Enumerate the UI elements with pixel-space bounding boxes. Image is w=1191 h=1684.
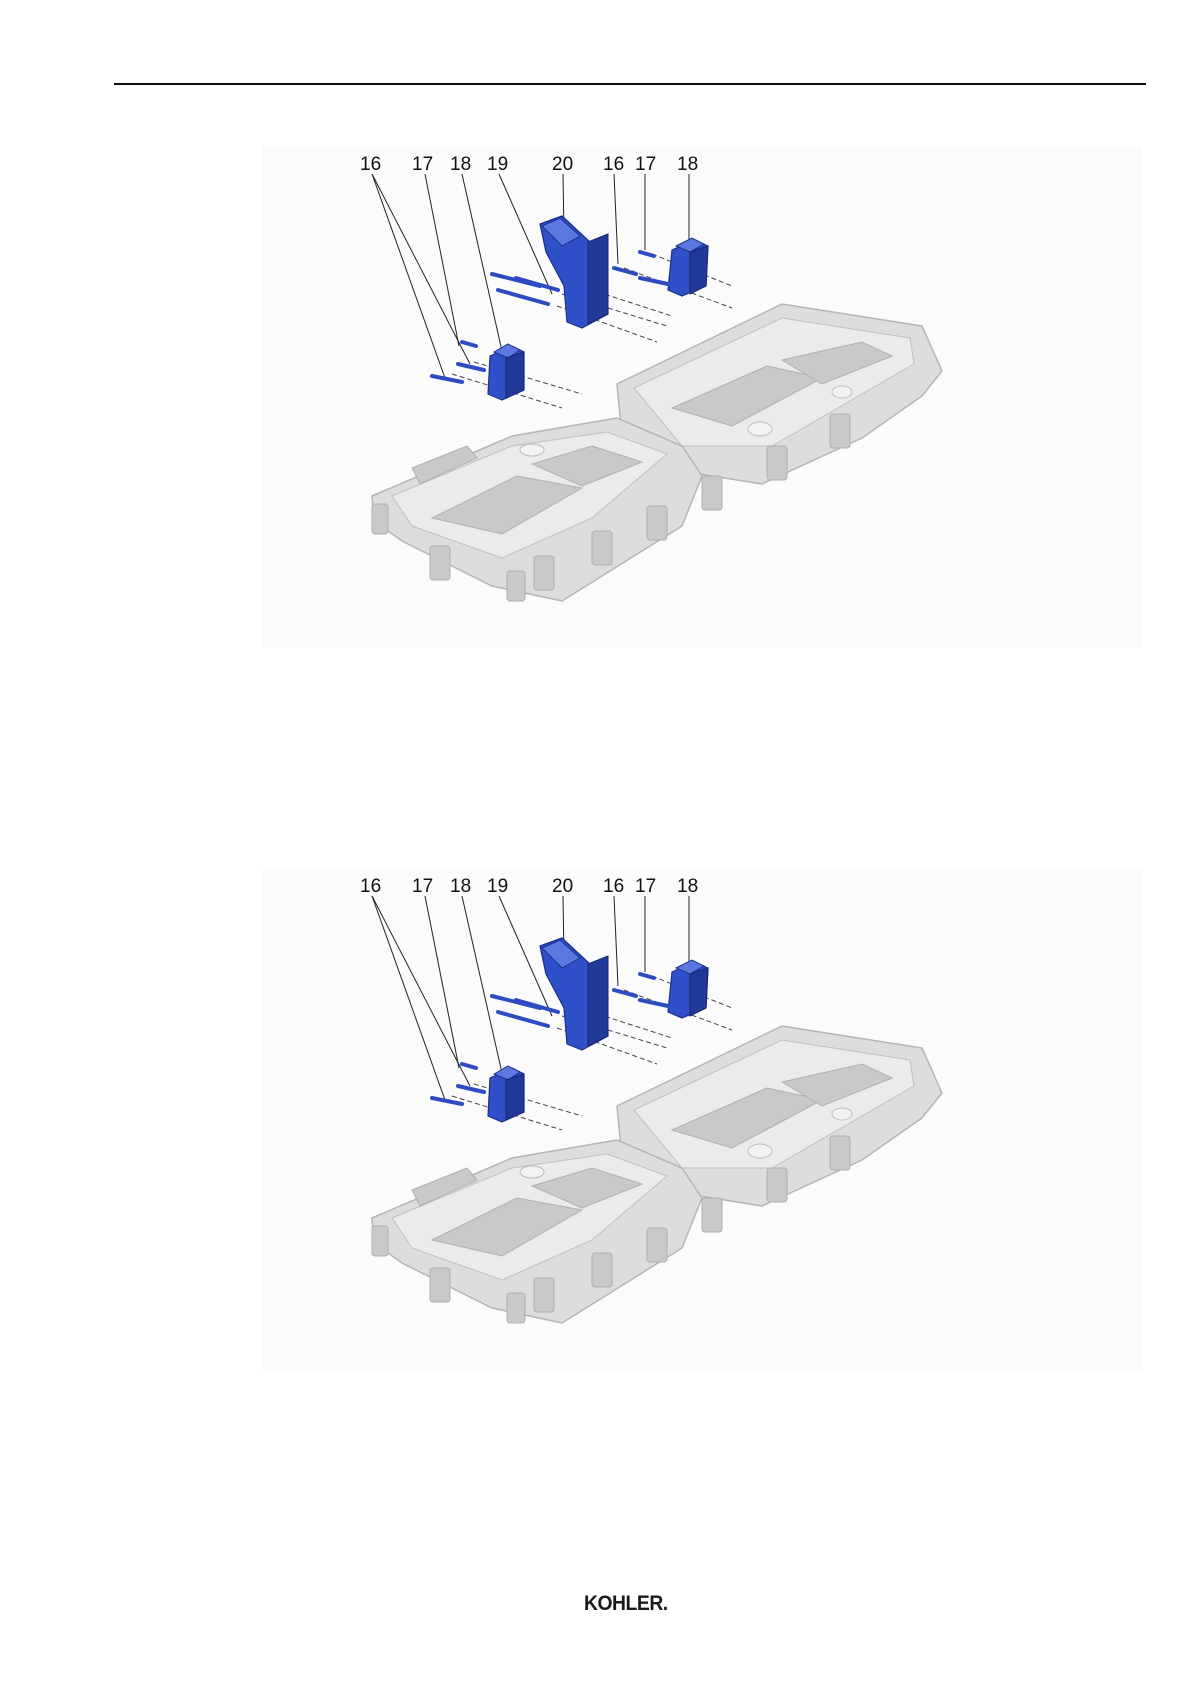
callout-label: 16 bbox=[360, 154, 381, 175]
leader-lines bbox=[372, 174, 689, 378]
callout-label: 17 bbox=[635, 154, 656, 175]
callout-label: 17 bbox=[635, 876, 656, 897]
leader-lines bbox=[372, 896, 689, 1100]
kohler-logo: KOHLER. bbox=[584, 1592, 668, 1616]
engine-frame-drawing bbox=[372, 1026, 942, 1323]
callout-labels: 16 17 18 19 20 16 17 18 bbox=[360, 876, 698, 897]
callout-label: 18 bbox=[677, 154, 698, 175]
callout-label: 17 bbox=[412, 876, 433, 897]
callout-label: 20 bbox=[552, 154, 573, 175]
callout-label: 19 bbox=[487, 154, 508, 175]
callout-label: 18 bbox=[677, 876, 698, 897]
callout-label: 20 bbox=[552, 876, 573, 897]
callout-labels: 16 17 18 19 20 16 17 18 bbox=[360, 154, 698, 175]
callout-label: 16 bbox=[603, 876, 624, 897]
callout-label: 17 bbox=[412, 154, 433, 175]
callout-label: 18 bbox=[450, 154, 471, 175]
header-rule bbox=[114, 83, 1146, 85]
exploded-view-figure-1: 16 17 18 19 20 16 17 18 bbox=[262, 146, 1142, 648]
engine-frame-drawing bbox=[372, 304, 942, 601]
exploded-view-figure-2: 16 17 18 19 20 16 17 18 bbox=[262, 868, 1142, 1370]
callout-label: 18 bbox=[450, 876, 471, 897]
callout-label: 19 bbox=[487, 876, 508, 897]
callout-label: 16 bbox=[360, 876, 381, 897]
callout-label: 16 bbox=[603, 154, 624, 175]
